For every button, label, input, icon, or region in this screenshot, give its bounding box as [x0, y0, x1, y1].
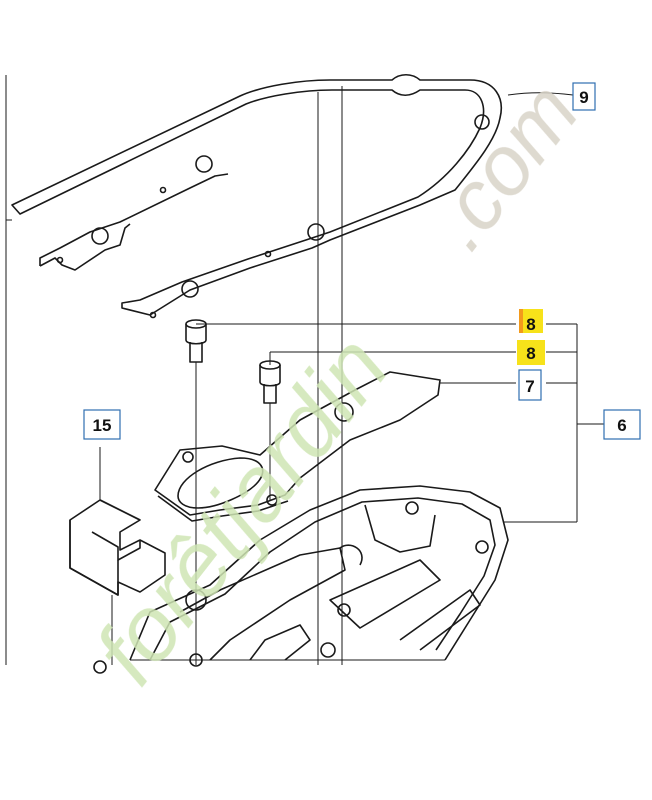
- watermark-text: forêtjardin: [75, 317, 407, 702]
- gasket-hole: [195, 155, 213, 173]
- gasket-hole: [264, 250, 272, 258]
- callout-8-top-label: 8: [526, 315, 535, 334]
- crankcase-part: [93, 485, 509, 674]
- leader-9: [507, 92, 574, 96]
- callout-7-label: 7: [525, 377, 534, 396]
- callout-6[interactable]: 6: [603, 409, 641, 440]
- callout-7[interactable]: 7: [518, 369, 542, 401]
- callout-9-label: 9: [579, 88, 588, 107]
- gasket-hole: [307, 223, 325, 241]
- callout-8-bottom[interactable]: 8: [517, 340, 545, 365]
- callout-6-label: 6: [617, 416, 626, 435]
- callout-15[interactable]: 15: [83, 409, 121, 440]
- gasket-hole: [149, 311, 157, 319]
- gasket-hole: [91, 227, 109, 245]
- gasket-hole: [56, 256, 64, 264]
- block-part: [69, 447, 166, 665]
- callout-15-label: 15: [93, 416, 112, 435]
- cover-gasket-part: [11, 73, 502, 319]
- callout-8-top[interactable]: 8: [517, 308, 545, 336]
- callout-9[interactable]: 9: [572, 82, 596, 111]
- watermark: forêtjardin .com: [75, 65, 596, 703]
- plate-gasket-part: [154, 371, 441, 522]
- gasket-hole: [181, 280, 199, 298]
- gasket-hole: [159, 186, 167, 194]
- callout-8-bottom-label: 8: [526, 344, 535, 363]
- gasket-hole: [474, 114, 490, 130]
